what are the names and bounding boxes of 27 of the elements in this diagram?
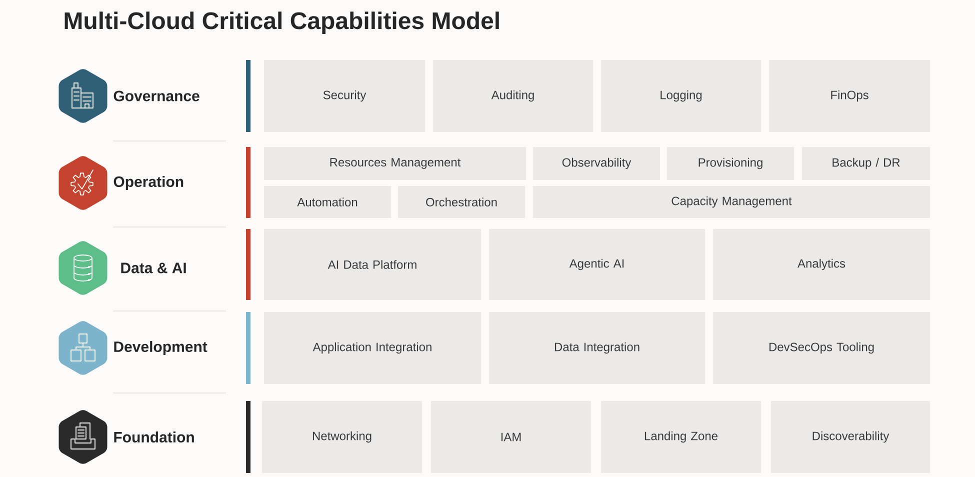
capability-box: Networking [262,401,422,473]
capability-box: Agentic AI [489,229,705,300]
category-label: Development [114,341,208,355]
category-label: Operation [114,176,184,190]
capability-box: Backup / DR [802,147,930,180]
capability-box: Data Integration [489,312,705,384]
capability-box: Application Integration [264,312,481,384]
category-label: Foundation [114,432,194,442]
title: Multi-Cloud Critical Capabilities Model [64,12,499,34]
capability-box: Automation [264,186,391,218]
capability-box: DevSecOps Tooling [713,312,930,384]
capability-box: Capacity Management [533,186,930,218]
capability-box: Provisioning [667,147,794,180]
capability-box: Landing Zone [601,401,761,473]
capability-box: Security [264,60,425,132]
capability-box: Resources Management [264,147,526,180]
category-label: Governance [114,90,200,102]
capability-box: Discoverability [771,401,930,473]
capability-box: IAM [431,401,591,473]
capability-box: Auditing [433,60,593,132]
capability-box: Analytics [713,229,930,300]
capability-box: Orchestration [398,186,525,218]
capability-box: Observability [533,147,660,180]
category-label: Data & AI [121,262,186,274]
capability-box: Logging [601,60,761,132]
capability-box: FinOps [769,60,930,132]
capability-box: AI Data Platform [264,229,481,300]
